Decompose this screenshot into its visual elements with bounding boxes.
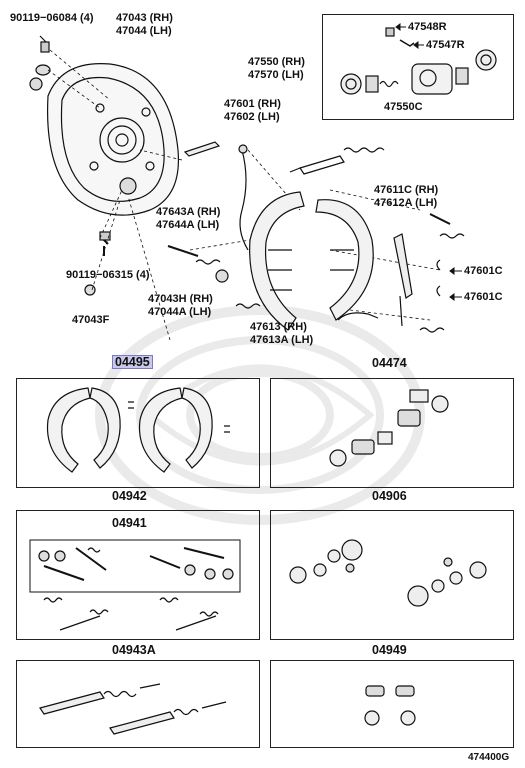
label-47644a-lh[interactable]: 47644A (LH) xyxy=(156,219,220,231)
label-47550c[interactable]: 47550C xyxy=(384,101,423,113)
label-04942[interactable]: 04942 xyxy=(112,489,147,503)
label-47547r[interactable]: 47547R xyxy=(426,39,465,51)
label-47043f[interactable]: 47043F xyxy=(72,314,110,326)
label-47601c-a[interactable]: 47601C xyxy=(464,265,503,277)
label-04949[interactable]: 04949 xyxy=(372,643,407,657)
label-04906[interactable]: 04906 xyxy=(372,489,407,503)
label-47602-lh[interactable]: 47602 (LH) xyxy=(224,111,280,123)
label-04495[interactable]: 04495 xyxy=(112,355,153,369)
label-90119-06084[interactable]: 90119−06084 (4) xyxy=(10,12,94,24)
label-47613a-lh[interactable]: 47613A (LH) xyxy=(250,334,314,346)
kit-box-04942 xyxy=(16,510,260,640)
label-47601-rh[interactable]: 47601 (RH) xyxy=(224,98,281,110)
kit-box-04906 xyxy=(270,510,514,640)
label-47601c-b[interactable]: 47601C xyxy=(464,291,503,303)
label-47044-lh[interactable]: 47044 (LH) xyxy=(116,25,172,37)
label-47612a-lh[interactable]: 47612A (LH) xyxy=(374,197,438,209)
wheel-cylinder-inset xyxy=(322,14,514,120)
label-47044a-lh[interactable]: 47044A (LH) xyxy=(148,306,212,318)
kit-box-04474 xyxy=(270,378,514,488)
label-04474[interactable]: 04474 xyxy=(372,356,407,370)
label-47548r[interactable]: 47548R xyxy=(408,21,447,33)
kit-box-04943a xyxy=(16,660,260,748)
kit-box-04949 xyxy=(270,660,514,748)
figure-id: 474400G xyxy=(468,752,510,763)
label-47611c-rh[interactable]: 47611C (RH) xyxy=(374,184,439,196)
label-47643a-rh[interactable]: 47643A (RH) xyxy=(156,206,221,218)
kit-box-04495 xyxy=(16,378,260,488)
wheel-cylinder-drawing xyxy=(340,27,497,95)
label-90119-06315[interactable]: 90119−06315 (4) xyxy=(66,269,150,281)
label-47550-rh[interactable]: 47550 (RH) xyxy=(248,56,305,68)
label-47043h-rh[interactable]: 47043H (RH) xyxy=(148,293,213,305)
label-47043-rh[interactable]: 47043 (RH) xyxy=(116,12,173,24)
label-47613-rh[interactable]: 47613 (RH) xyxy=(250,321,307,333)
label-47570-lh[interactable]: 47570 (LH) xyxy=(248,69,304,81)
label-04943a[interactable]: 04943A xyxy=(112,643,156,657)
label-04941[interactable]: 04941 xyxy=(112,516,147,530)
